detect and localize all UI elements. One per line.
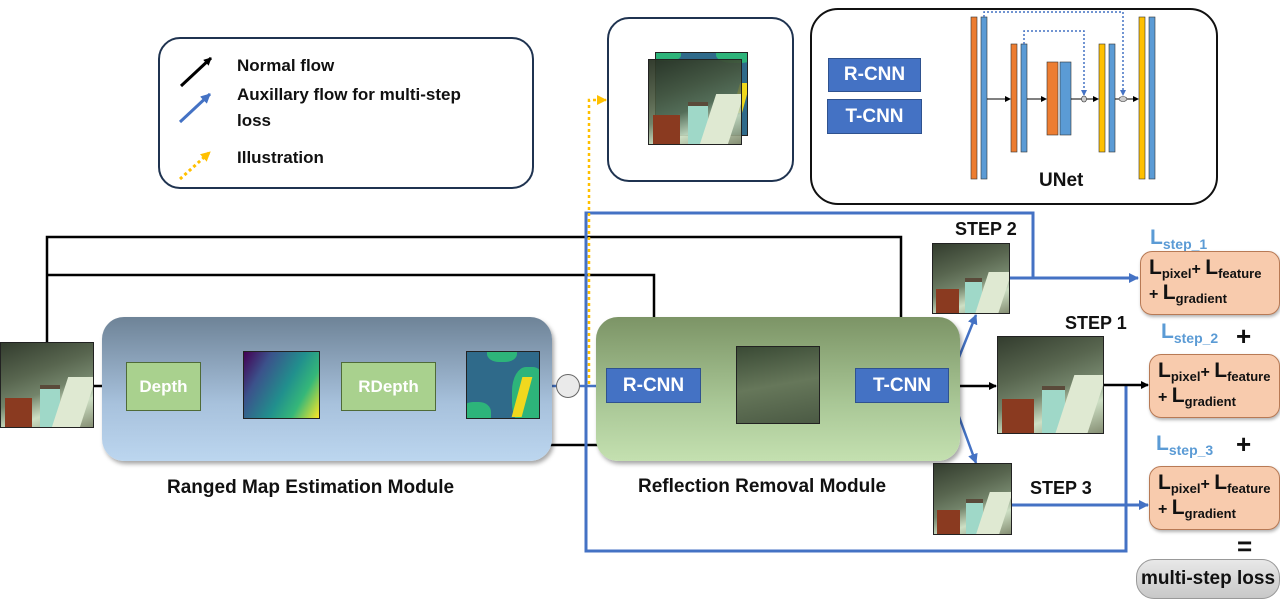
aux-top (584, 211, 1035, 386)
step1-label: STEP 1 (1065, 313, 1127, 333)
depth-map-image (243, 351, 320, 419)
depth-block: Depth (126, 362, 201, 411)
multi-step-loss-box: multi-step loss (1136, 559, 1280, 599)
unet-rcnn-block: R-CNN (828, 58, 921, 92)
step2-image (932, 243, 1010, 314)
reflection-image (736, 346, 820, 424)
step3-label: STEP 3 (1030, 478, 1092, 498)
skip-line-to-tcnn (45, 235, 905, 373)
loss-step1-title: Lstep_1 (1150, 226, 1208, 252)
unet-tcnn-block: T-CNN (827, 99, 922, 134)
illustration-input-image (648, 59, 742, 145)
unet-dec1-yellow (1098, 43, 1106, 153)
legend-black-arrow-icon (179, 56, 213, 88)
rrm-rcnn-block: R-CNN (606, 368, 701, 403)
unet-dec2-yellow (1138, 16, 1146, 180)
plus-operator-2: + (1236, 429, 1252, 459)
legend-aux-flow-label-2: loss (237, 111, 272, 130)
loss-step2-title: Lstep_2 (1161, 320, 1219, 346)
aux-loop (584, 386, 1128, 553)
illustration-dotted-line (587, 95, 607, 384)
reflection-removal-module-title: Reflection Removal Module (638, 476, 887, 497)
unet-enc1-orange (970, 16, 978, 180)
unet-enc2-blue (1020, 43, 1028, 153)
unet-panel (810, 8, 1218, 205)
rdepth-block: RDepth (341, 362, 436, 411)
step2-label: STEP 2 (955, 219, 1017, 239)
unet-bottleneck-orange (1046, 61, 1059, 136)
unet-dec2-blue (1148, 16, 1156, 180)
legend-box (158, 37, 534, 189)
illustration-panel (607, 17, 794, 182)
loss-step3-title: Lstep_3 (1156, 432, 1214, 458)
unet-bottleneck-blue (1059, 61, 1072, 136)
loss-step1-box: Lpixel+ Lfeature + Lgradient (1140, 251, 1280, 315)
equals-operator: = (1237, 531, 1253, 561)
step1-image (997, 336, 1104, 434)
unet-enc2-orange (1010, 43, 1018, 153)
ranged-map-module-title: Ranged Map Estimation Module (167, 477, 455, 498)
legend-blue-arrow-icon (178, 92, 212, 124)
unet-diagram (970, 11, 1156, 180)
ranged-map-image (466, 351, 540, 419)
legend-illustration-label: Illustration (237, 148, 324, 167)
rrm-tcnn-block: T-CNN (855, 368, 949, 403)
unet-enc1-blue (980, 16, 988, 180)
legend-normal-flow-label: Normal flow (237, 56, 335, 75)
legend-aux-flow-label: Auxillary flow for multi-step (237, 85, 461, 104)
loss-step3-box: Lpixel+ Lfeature + Lgradient (1149, 466, 1280, 530)
input-image (0, 342, 94, 428)
unet-label: UNet (1039, 170, 1084, 191)
concat-node (556, 374, 580, 398)
loss-step2-box: Lpixel+ Lfeature + Lgradient (1149, 354, 1280, 418)
plus-operator-1: + (1236, 321, 1252, 351)
step3-image (933, 463, 1012, 535)
legend-yellow-arrow-icon (178, 150, 212, 181)
unet-dec1-blue (1108, 43, 1116, 153)
